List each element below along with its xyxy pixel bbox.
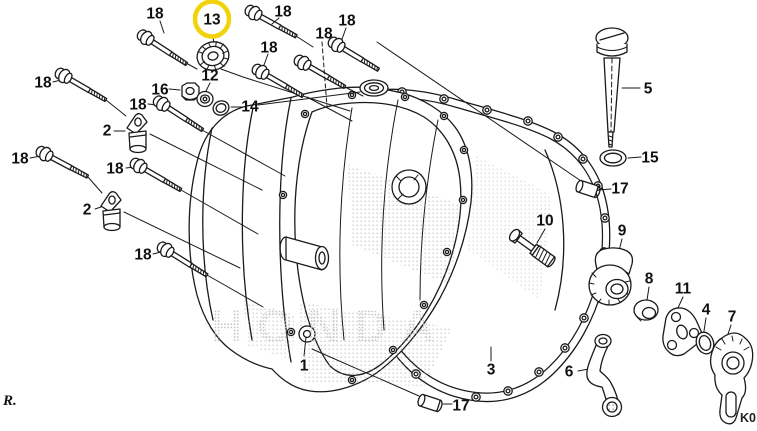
label-7[interactable]: 7: [728, 309, 737, 326]
label-18-9[interactable]: 18: [106, 161, 124, 178]
label-18-6[interactable]: 18: [34, 75, 52, 92]
honda-watermark: HONDA: [210, 300, 449, 352]
highlighted-label-13[interactable]: 13: [192, 0, 232, 39]
label-18-8[interactable]: 18: [11, 151, 29, 168]
leader-lines: [29, 17, 732, 405]
label-4[interactable]: 4: [702, 302, 711, 319]
label-18-5[interactable]: 18: [260, 40, 278, 57]
part-6-lever-drawing: [586, 333, 623, 418]
part-10-drain-bolt-drawing: [508, 228, 556, 268]
part-7-arm-drawing: [709, 332, 754, 425]
part-8-bushing-drawing: [633, 299, 659, 322]
part-5-dipstick-drawing: [595, 27, 629, 148]
label-16[interactable]: 16: [151, 82, 169, 99]
part-9-cam-drawing: [588, 247, 634, 306]
label-18-3[interactable]: 18: [338, 13, 356, 30]
highlight-ring: [192, 0, 232, 39]
label-8[interactable]: 8: [645, 271, 654, 288]
label-5[interactable]: 5: [644, 81, 653, 98]
part-12-washer-drawing: [196, 90, 214, 108]
label-18-7[interactable]: 18: [129, 97, 147, 114]
part-1-cover-drawing: [188, 41, 585, 393]
label-18-4[interactable]: 18: [315, 26, 333, 43]
part-13-cap-drawing: [196, 41, 230, 71]
part-15-oring-drawing: [599, 149, 627, 167]
label-17-2[interactable]: 17: [611, 181, 628, 198]
label-3[interactable]: 3: [487, 362, 496, 379]
label-9[interactable]: 9: [618, 223, 627, 240]
label-2-2[interactable]: 2: [83, 202, 92, 219]
page-code: K0: [740, 411, 756, 425]
label-2-1[interactable]: 2: [103, 123, 112, 140]
label-10[interactable]: 10: [536, 213, 553, 230]
label-18-2[interactable]: 18: [274, 4, 292, 21]
part-11-bracket-drawing: [662, 307, 703, 357]
part-14-oring-drawing: [212, 100, 230, 116]
label-18-10[interactable]: 18: [134, 247, 152, 264]
label-11[interactable]: 11: [675, 281, 692, 298]
part-16-nut-drawing: [181, 82, 200, 101]
part-labels: 18 18 18 18 18 18 18 18 18 18 13 16 12 1…: [11, 0, 737, 415]
label-14[interactable]: 14: [241, 99, 259, 116]
orientation-mark: R.: [2, 393, 17, 409]
label-18-1[interactable]: 18: [146, 6, 164, 23]
label-12[interactable]: 12: [201, 68, 218, 85]
part-4-oring-drawing: [695, 331, 715, 355]
label-6[interactable]: 6: [565, 364, 574, 381]
label-1[interactable]: 1: [300, 358, 309, 375]
label-15[interactable]: 15: [641, 150, 659, 167]
label-13[interactable]: 13: [203, 12, 221, 29]
label-17-1[interactable]: 17: [452, 398, 469, 415]
